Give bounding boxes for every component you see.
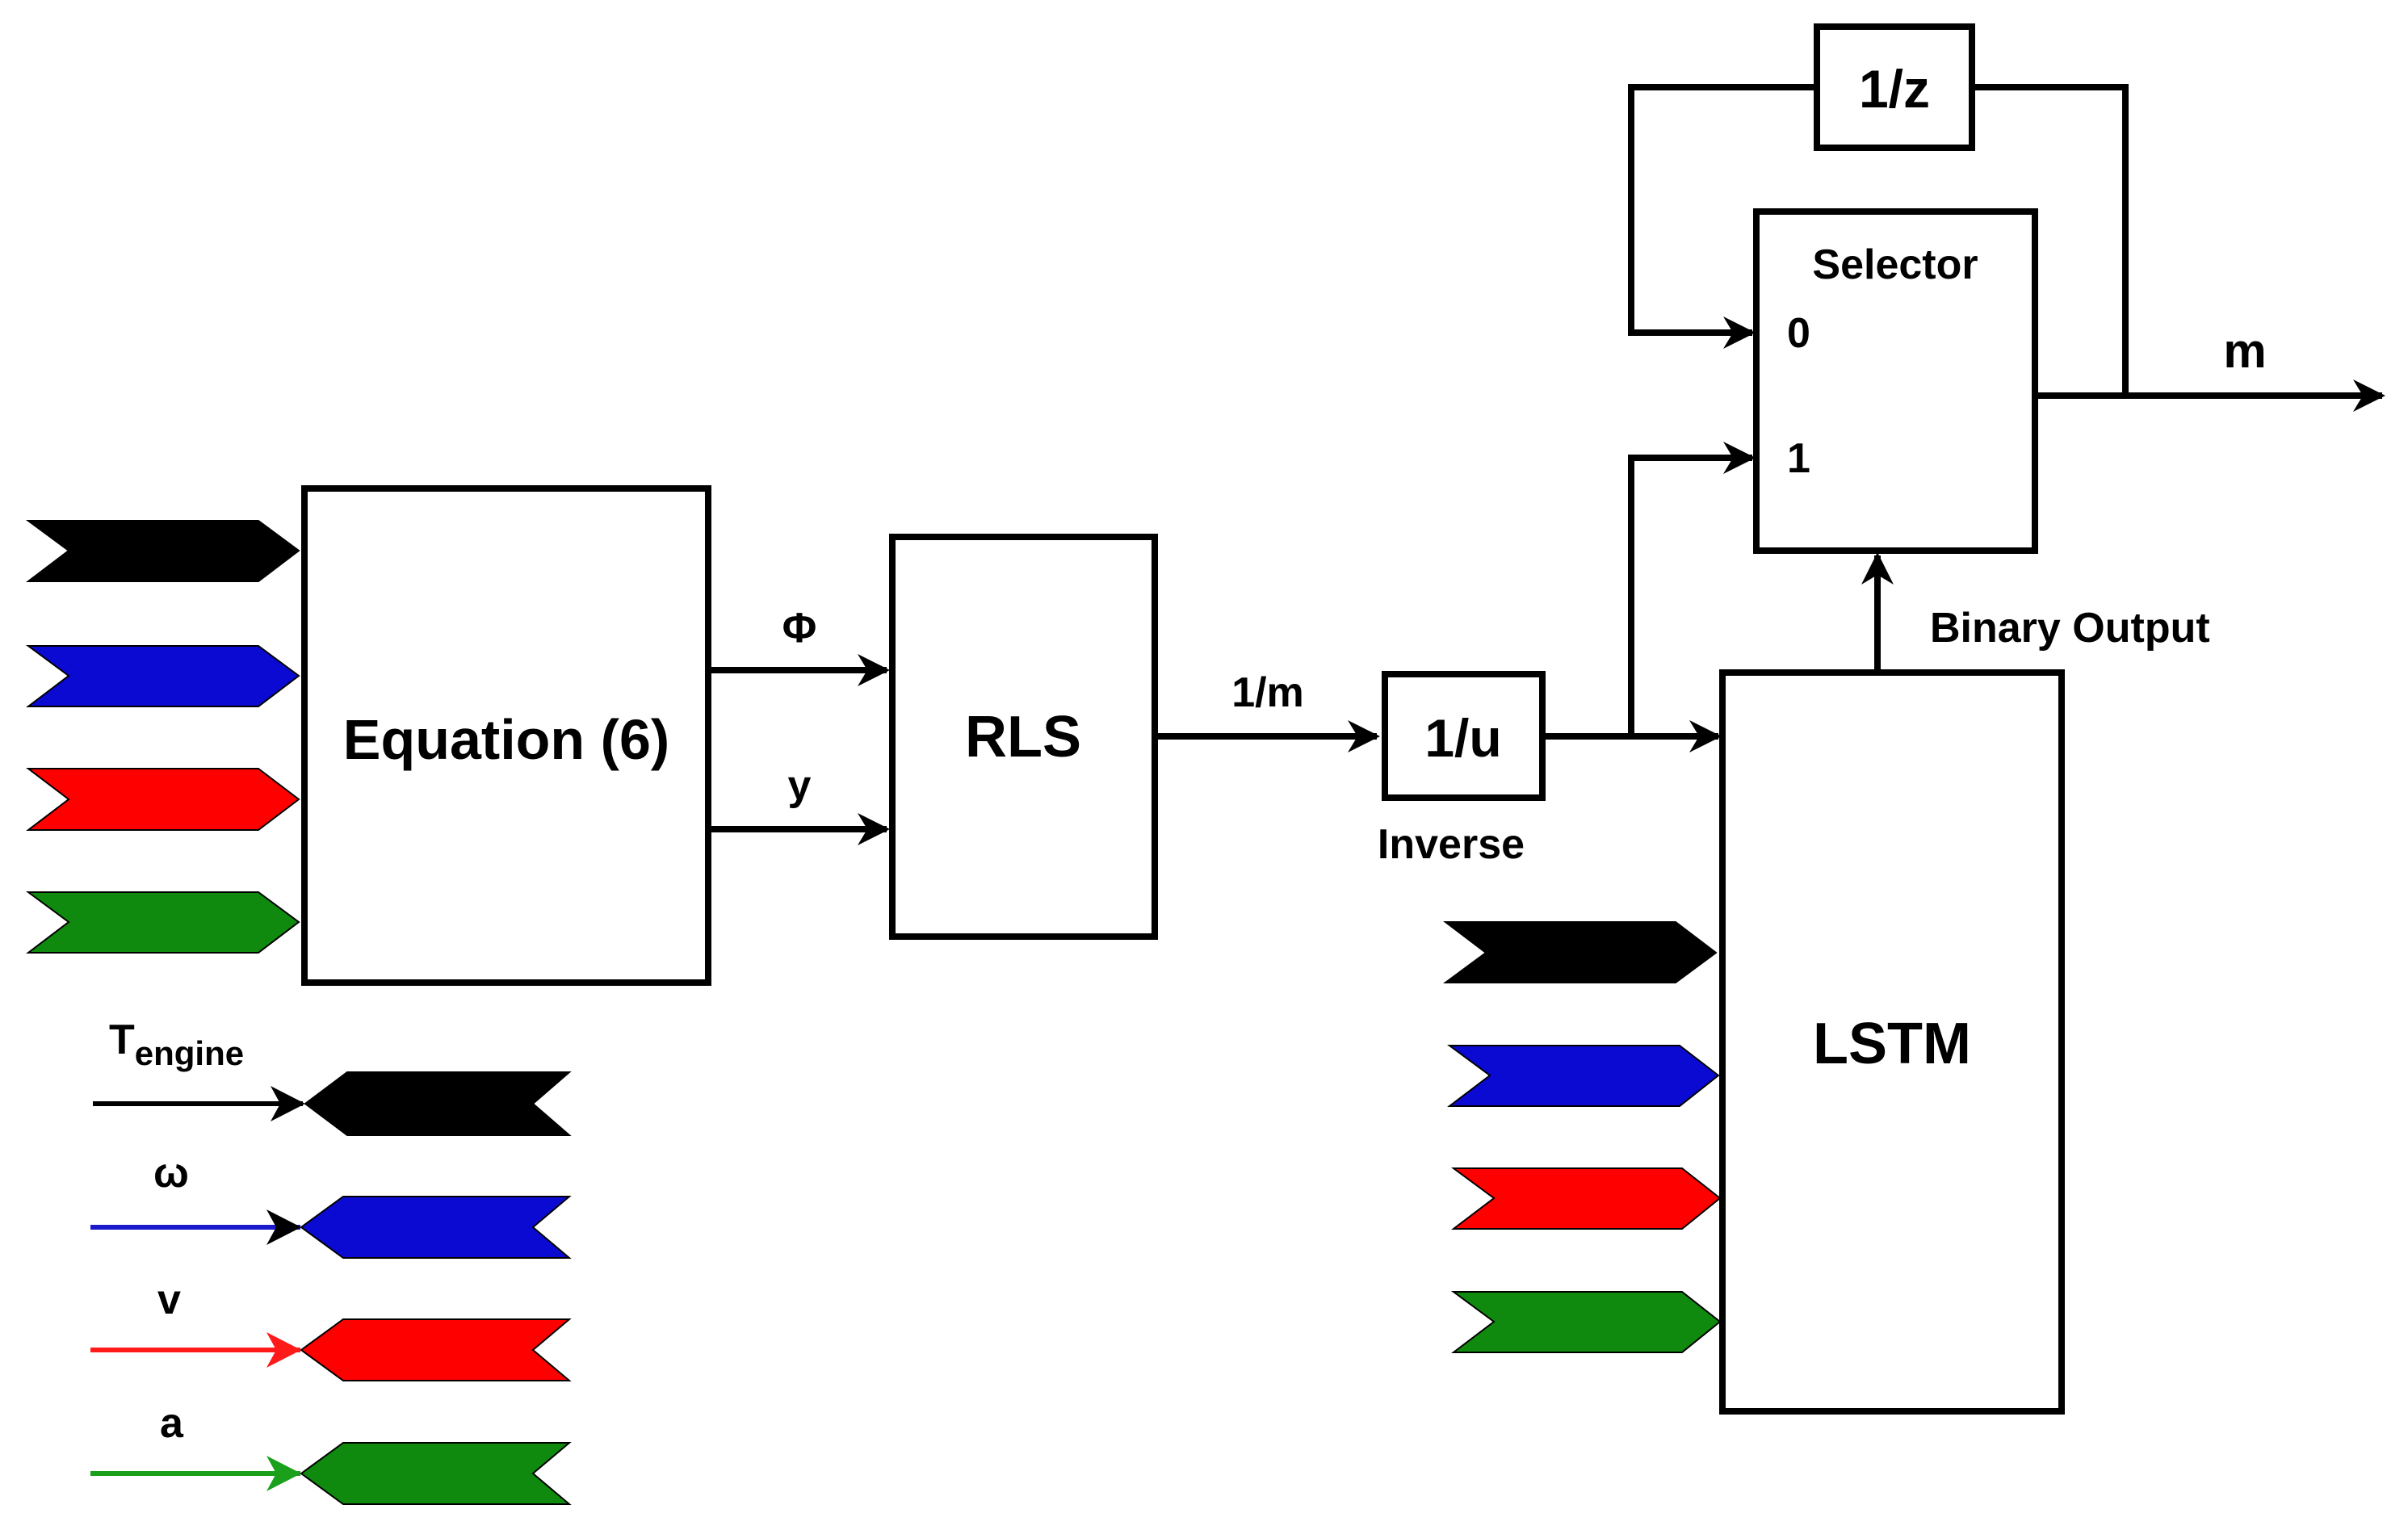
- legend-item-torque: Tengine: [93, 1017, 572, 1136]
- legend-item-omega: ω: [90, 1150, 572, 1259]
- equation-block: [301, 485, 711, 986]
- phi-signal-label: Φ: [782, 605, 817, 652]
- rls-block: [889, 534, 1158, 940]
- legend-tag-omega: [300, 1196, 572, 1259]
- legend-arrow-velocity: [266, 1332, 301, 1368]
- delay-block-label: 1/z: [1859, 59, 1930, 119]
- legend-symbol-omega: ω: [153, 1150, 189, 1197]
- legend-symbol-torque: Tengine: [109, 1017, 244, 1072]
- legend-arrow-omega: [266, 1209, 301, 1245]
- equation-input-tag-velocity: [26, 768, 300, 831]
- lstm-block: [1719, 669, 2065, 1415]
- inverse-to-selector-wire: [1628, 442, 1756, 736]
- selector-input-0-label: 0: [1787, 310, 1810, 357]
- legend-tag-torque: [304, 1071, 572, 1136]
- selector-block: [1753, 208, 2038, 554]
- legend-item-acceleration: a: [90, 1400, 572, 1505]
- output-m-label: m: [2223, 324, 2266, 378]
- rls-block-label: RLS: [965, 705, 1081, 769]
- equation-input-tag-omega: [25, 645, 300, 707]
- lstm-input-tag-torque: [1442, 921, 1718, 983]
- inverse-block-label: 1/u: [1424, 708, 1501, 768]
- legend-arrow-torque: [271, 1086, 305, 1121]
- equation-input-tag-acceleration: [25, 891, 300, 954]
- lstm-input-tag-acceleration: [1450, 1291, 1722, 1353]
- equation-input-tag-torque: [25, 520, 300, 582]
- binary-output-label: Binary Output: [1930, 605, 2210, 652]
- inverse-caption: Inverse: [1378, 821, 1525, 868]
- feedback-to-delay-wire: [1972, 84, 2129, 396]
- equation-block-label: Equation (6): [343, 708, 669, 771]
- legend-arrow-acceleration: [266, 1456, 301, 1491]
- inverse-block: [1382, 671, 1546, 801]
- legend-tag-acceleration: [300, 1442, 572, 1505]
- legend: Tengine ω v a: [90, 1017, 572, 1505]
- delay-block: [1814, 23, 1975, 151]
- delay-to-selector-wire: [1628, 84, 1817, 349]
- equation-input-tags: [25, 520, 300, 954]
- legend-item-velocity: v: [90, 1276, 572, 1381]
- legend-tag-velocity: [300, 1318, 572, 1381]
- legend-symbol-velocity: v: [157, 1276, 181, 1323]
- one-over-m-label: 1/m: [1231, 669, 1304, 716]
- legend-symbol-acceleration: a: [160, 1400, 184, 1447]
- y-signal-label: y: [788, 762, 812, 809]
- lstm-block-label: LSTM: [1813, 1012, 1971, 1076]
- lstm-input-tag-omega: [1446, 1045, 1720, 1107]
- selector-block-label: Selector: [1812, 241, 1978, 288]
- lstm-input-tags: [1442, 921, 1722, 1353]
- lstm-input-tag-velocity: [1450, 1167, 1722, 1230]
- selector-input-1-label: 1: [1787, 435, 1810, 482]
